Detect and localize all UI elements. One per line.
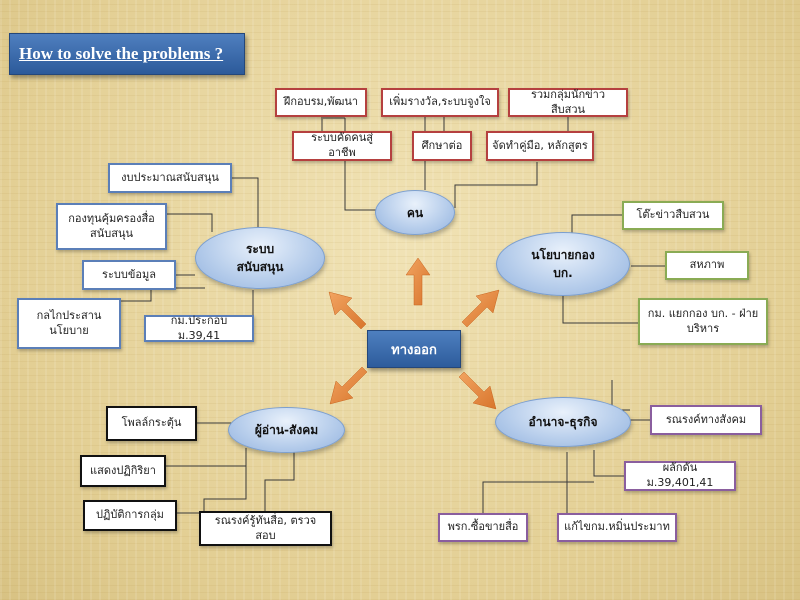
left-box-5: กม.ประกอบ ม.39,41 — [144, 314, 254, 342]
right-oval-line1: นโยบายกอง — [531, 248, 595, 262]
left-box-1: งบประมาณสนับสนุน — [108, 163, 232, 193]
bottom-left-box-3: ปฏิบัติการกลุ่ม — [83, 500, 177, 531]
arrow-up-right-icon — [461, 289, 500, 328]
bottom-right-oval: อำนาจ-ธุรกิจ — [495, 397, 631, 447]
top-oval: คน — [375, 190, 455, 235]
left-box-3: ระบบข้อมูล — [82, 260, 176, 290]
center-box: ทางออก — [367, 330, 461, 368]
right-oval: นโยบายกอง บก. — [496, 232, 630, 296]
arrow-up-left-icon — [328, 291, 367, 330]
top-box-2: เพิ่มรางวัล,ระบบจูงใจ — [381, 88, 499, 117]
bottom-right-box-1: รณรงค์ทางสังคม — [650, 405, 762, 435]
bottom-right-box-4: แก้ไขกม.หมิ่นประมาท — [557, 513, 677, 542]
right-box-2: สหภาพ — [665, 251, 749, 280]
bottom-left-box-1: โพลล์กระตุ้น — [106, 406, 197, 441]
arrow-up-icon — [405, 257, 431, 306]
top-box-3: รวมกลุ่มนักข่าวสืบสวน — [508, 88, 628, 117]
left-box-4: กลไกประสาน นโยบาย — [17, 298, 121, 349]
right-box-1: โต๊ะข่าวสืบสวน — [622, 201, 724, 230]
left-oval-line1: ระบบ — [245, 242, 275, 256]
bottom-left-box-2: แสดงปฏิกิริยา — [80, 455, 166, 487]
bottom-right-box-2: ผลักดัน ม.39,401,41 — [624, 461, 736, 491]
left-box-2: กองทุนคุ้มครองสื่อ สนับสนุน — [56, 203, 167, 250]
right-oval-line2: บก. — [553, 266, 573, 280]
arrow-down-left-icon — [329, 366, 368, 405]
bottom-right-box-3: พรก.ซื้อขายสื่อ — [438, 513, 528, 542]
bottom-left-box-4: รณรงค์รู้ทันสื่อ, ตรวจสอบ — [199, 511, 332, 546]
top-box-1: ฝึกอบรม,พัฒนา — [275, 88, 367, 117]
right-box-3: กม. แยกกอง บก. - ฝ่าย บริหาร — [638, 298, 768, 345]
left-oval: ระบบ สนับสนุน — [195, 227, 325, 289]
bottom-left-oval: ผู้อ่าน-สังคม — [228, 407, 345, 453]
left-oval-line2: สนับสนุน — [236, 260, 284, 274]
top-box-4: ระบบคัดคนสู่อาชีพ — [292, 131, 392, 161]
top-box-5: ศึกษาต่อ — [412, 131, 472, 161]
arrow-down-right-icon — [458, 371, 497, 410]
page-title: How to solve the problems ? — [9, 33, 245, 75]
top-box-6: จัดทำคู่มือ, หลักสูตร — [486, 131, 594, 161]
